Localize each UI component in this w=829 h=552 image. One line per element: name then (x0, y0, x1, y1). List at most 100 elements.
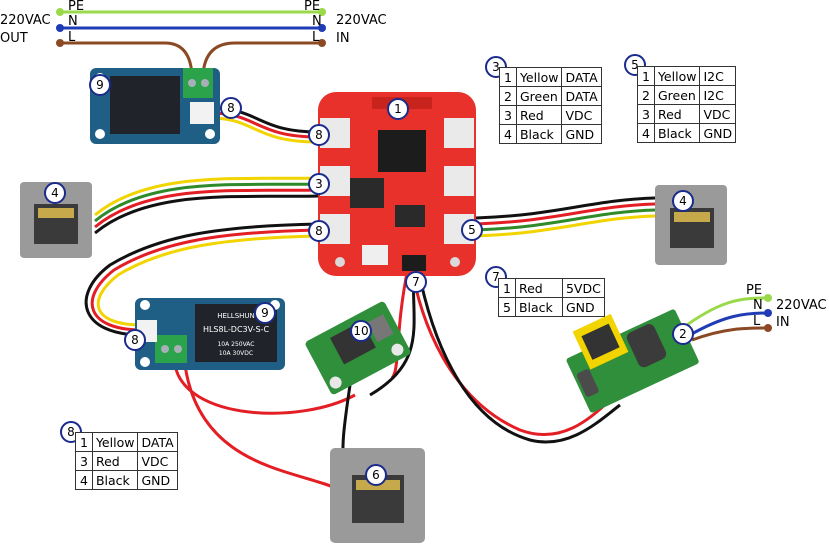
badge-relay-bottom: 9 (254, 302, 276, 324)
relay-model-text: HLS8L-DC3V-S-C (203, 325, 270, 334)
pe-terminal-left (56, 8, 64, 16)
l-label-left: L (68, 30, 76, 45)
pin-number: 3 (499, 105, 517, 125)
badge-wio-board: 1 (387, 98, 409, 120)
in-label-input: IN (776, 315, 790, 330)
l-terminal-right-input (764, 324, 772, 332)
l-label-input: L (753, 314, 761, 329)
relay-brand-text: HELLSHUN (217, 312, 255, 320)
pin-number: 1 (75, 432, 93, 452)
l-terminal-right (318, 39, 326, 47)
badge-port-3: 3 (308, 173, 330, 195)
relay-module-top (90, 68, 220, 144)
pe-terminal-right (318, 8, 326, 16)
n-label-input: N (753, 298, 763, 313)
rj11-jack-bottom (330, 448, 425, 543)
signal: VDC (561, 105, 602, 125)
signal: DATA (137, 432, 178, 452)
pin-number: 4 (499, 124, 517, 144)
cable-port8-relay-bottom (84, 222, 319, 337)
wire-color: Black (653, 123, 701, 143)
badge-rj11-bottom: 6 (365, 464, 387, 486)
signal: DATA (561, 67, 602, 87)
badge-port-8-lower: 8 (308, 220, 330, 242)
pe-label-input: PE (746, 283, 763, 298)
voltage-label-input: 220VAC (776, 298, 827, 313)
badge-port-7: 7 (405, 271, 427, 293)
wire-color: Green (653, 85, 701, 105)
pin-number: 2 (499, 86, 517, 106)
wire-color: Red (515, 105, 563, 125)
badge-port-8-upper: 8 (308, 124, 330, 146)
badge-dcdc-module: 10 (350, 320, 372, 342)
pin-number: 4 (75, 470, 93, 490)
signal: I2C (699, 85, 737, 105)
l-terminal-left (56, 39, 64, 47)
badge-relay-bottom-connector: 8 (124, 329, 146, 351)
n-terminal-right-input (764, 309, 772, 317)
badge-relay-top: 9 (89, 74, 111, 96)
wire-color: Green (515, 86, 563, 106)
signal: GND (561, 297, 605, 317)
pin-number: 1 (498, 278, 516, 298)
acdc-module (566, 309, 699, 413)
signal: DATA (561, 86, 602, 106)
badge-acdc-module: 2 (672, 323, 694, 345)
pin-number: 2 (637, 85, 655, 105)
pe-label-right: PE (304, 0, 321, 14)
voltage-label-left: 220VAC (0, 13, 51, 28)
pe-terminal-right-input (764, 294, 772, 302)
signal: VDC (137, 451, 178, 471)
pin-number: 1 (499, 67, 517, 87)
cable-port3-rj11-left (94, 176, 319, 235)
signal: GND (561, 124, 602, 144)
pin-number: 4 (637, 123, 655, 143)
wire-color: Black (91, 470, 139, 490)
mains-bus-top (56, 8, 326, 76)
n-label-left: N (68, 14, 78, 29)
wire-color: Yellow (515, 67, 563, 87)
cable-port5-rj11-right (475, 196, 656, 238)
wire-color: Black (515, 124, 563, 144)
dcdc-module (305, 301, 411, 395)
badge-rj11-left: 4 (44, 182, 66, 204)
badge-relay-top-connector: 8 (220, 97, 242, 119)
badge-port-5: 5 (461, 219, 483, 241)
signal: GND (137, 470, 178, 490)
pin-number: 5 (498, 297, 516, 317)
signal: GND (699, 123, 737, 143)
signal: 5VDC (561, 278, 605, 298)
voltage-label-right: 220VAC (336, 13, 387, 28)
mains-bus-right (679, 296, 769, 342)
n-label-right: N (312, 14, 322, 29)
n-terminal-left (56, 24, 64, 32)
in-label-top: IN (336, 31, 350, 46)
signal: I2C (699, 66, 737, 86)
l-label-right: L (312, 30, 320, 45)
pin-number: 1 (637, 66, 655, 86)
wire-color: Yellow (653, 66, 701, 86)
relay-module-bottom (135, 298, 285, 370)
badge-rj11-right: 4 (672, 190, 694, 212)
rj11-jack-left (20, 182, 92, 258)
out-label: OUT (0, 31, 28, 46)
wire-color: Red (514, 278, 563, 298)
pe-label-left: PE (68, 0, 85, 14)
wire-color: Yellow (91, 432, 139, 452)
